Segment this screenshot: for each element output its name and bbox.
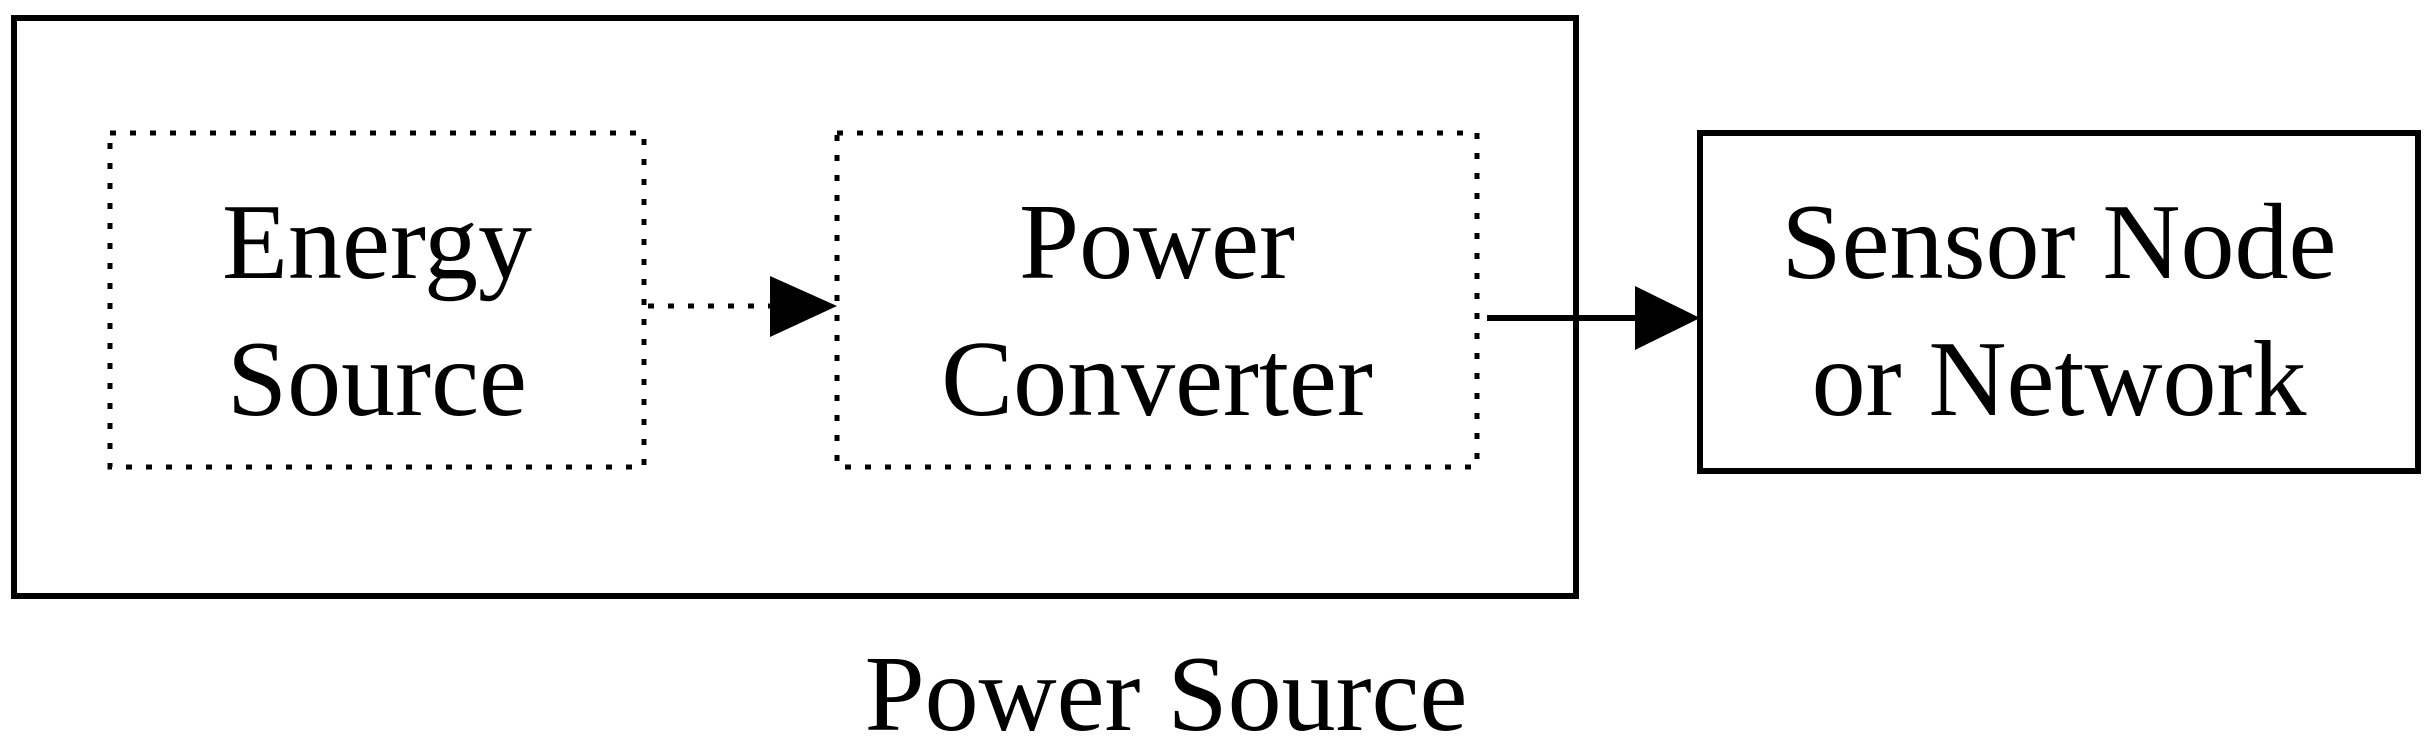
energy-to-converter-arrowhead	[770, 276, 837, 337]
power-converter-label-line1: Power	[1019, 183, 1295, 302]
power-converter-label-line2: Converter	[941, 320, 1373, 439]
power-source-box	[11, 15, 1579, 599]
sensor-node-label-line2: or Network	[1812, 320, 2307, 439]
power-source-label: Power Source	[865, 635, 1468, 752]
energy-source-box	[107, 130, 647, 470]
energy-source-label-line2: Source	[227, 320, 527, 439]
sensor-node-label-line1: Sensor Node	[1782, 183, 2337, 302]
sensor-node-box	[1697, 130, 2421, 474]
energy-source-label-line1: Energy	[222, 183, 532, 302]
converter-to-sensor-arrowhead	[1635, 286, 1700, 350]
power-converter-box	[834, 130, 1480, 470]
